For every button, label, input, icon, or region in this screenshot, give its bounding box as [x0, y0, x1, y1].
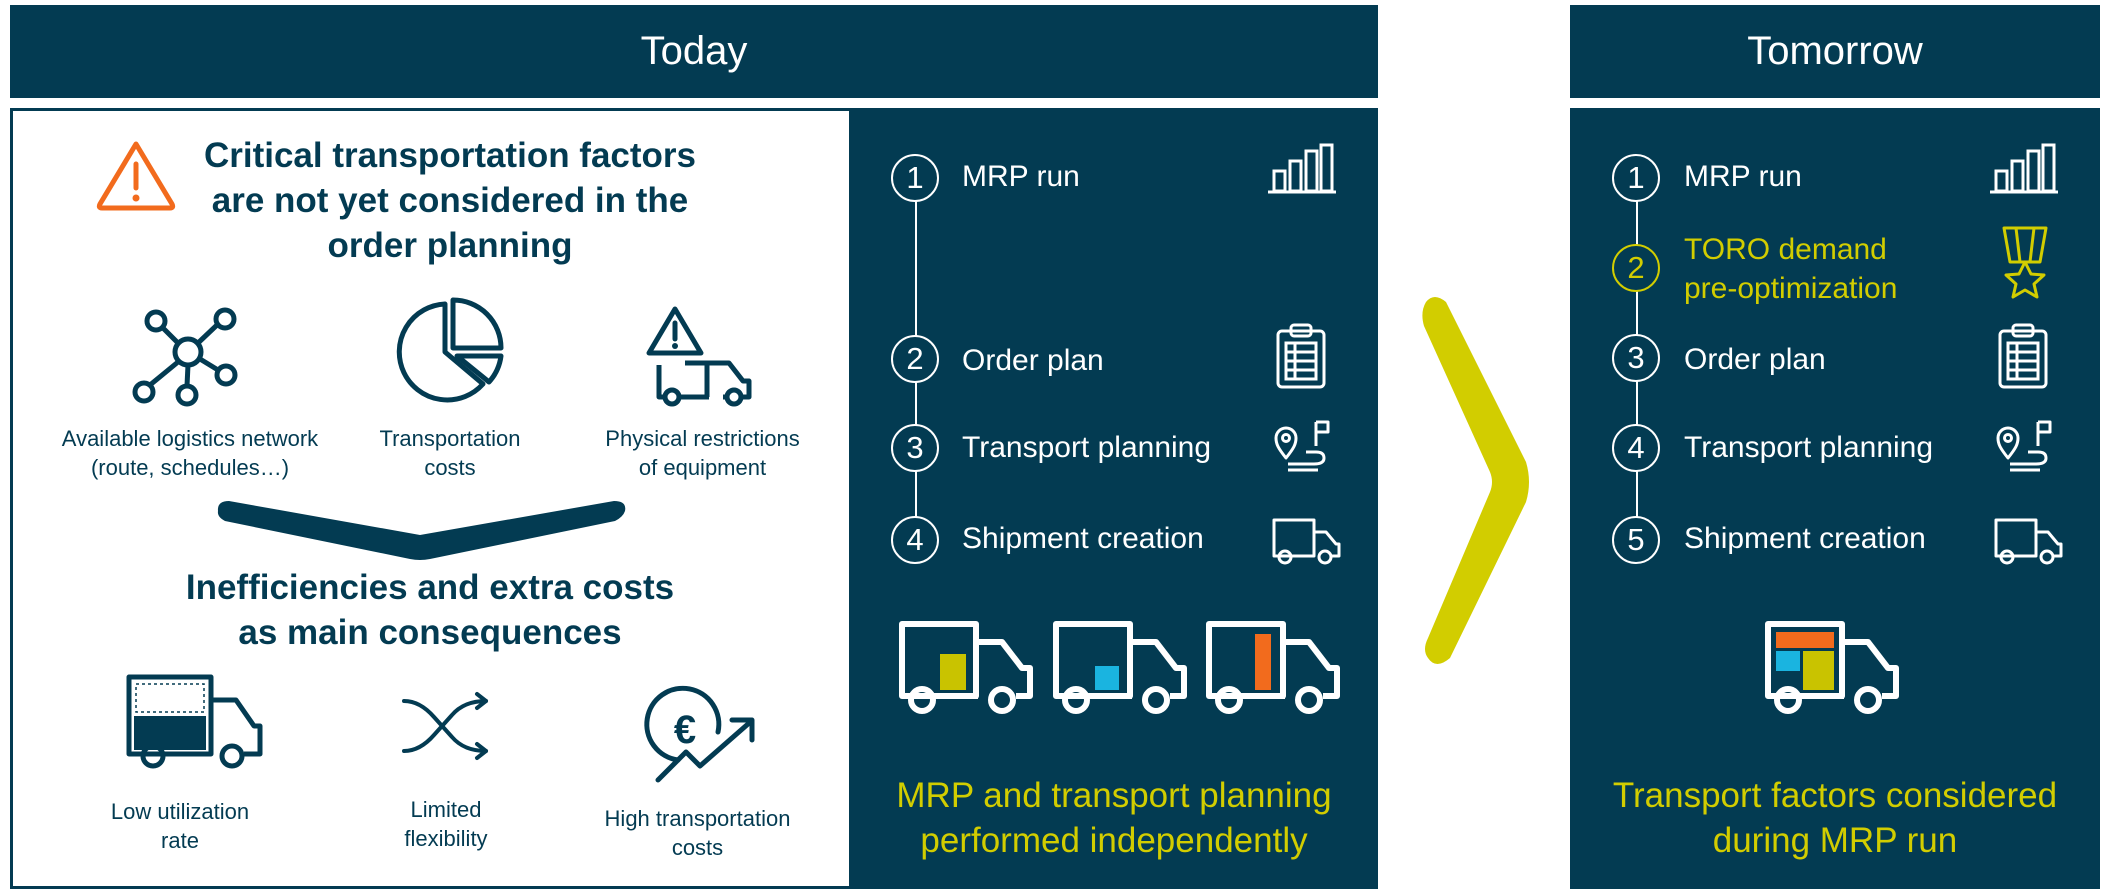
consequence-label-flexibility: Limited flexibility [336, 795, 556, 853]
tomorrow-step-number-highlight: 2 [1612, 244, 1660, 292]
tomorrow-step-label-line: TORO demand [1684, 233, 1887, 266]
problem-title-line: Critical transportation factors [203, 136, 697, 175]
today-conclusion-line: MRP and transport planning [896, 776, 1332, 815]
partially-loaded-truck-2 [1053, 621, 1187, 714]
warning-icon [96, 141, 176, 211]
consequence-label-line: Low utilization [110, 799, 250, 824]
clipboard-icon [1276, 323, 1326, 389]
consequence-label-line: rate [161, 828, 199, 853]
truck-warning-icon [646, 306, 752, 407]
tomorrow-step-label-line: pre-optimization [1684, 272, 1898, 305]
today-step-number: 4 [891, 516, 939, 564]
consequence-label-line: costs [671, 835, 724, 860]
shuffle-arrows-icon [402, 692, 488, 760]
fully-loaded-truck-icon [1765, 621, 1899, 714]
today-header-label: Today [640, 29, 748, 73]
consequence-label-costs: High transportation costs [580, 804, 815, 862]
euro-rising-cost-icon: € [644, 685, 755, 783]
factor-label-line: Available logistics network [61, 426, 319, 451]
consequence-title-line: as main consequences [238, 613, 622, 652]
tomorrow-step-number: 1 [1612, 154, 1660, 202]
tomorrow-step-number: 4 [1612, 424, 1660, 472]
route-pin-icon [1996, 420, 2052, 472]
tomorrow-header-label: Tomorrow [1747, 29, 1923, 73]
today-step-label: Transport planning [962, 431, 1212, 464]
tomorrow-step-label: Shipment creation [1684, 522, 1926, 555]
today-header: Today [10, 5, 1378, 98]
factor-label-restrictions: Physical restrictions of equipment [580, 424, 825, 482]
tomorrow-process-panel [1570, 108, 2100, 889]
chevron-down-icon [217, 501, 626, 560]
medal-icon [2002, 226, 2048, 299]
factor-label-costs: Transportation costs [330, 424, 570, 482]
consequence-label-line: High transportation [604, 806, 791, 831]
consequence-label-utilization: Low utilization rate [60, 797, 300, 855]
consequence-label-line: Limited [410, 797, 482, 822]
partially-loaded-truck-1 [899, 621, 1033, 714]
partially-loaded-truck-3 [1206, 621, 1340, 714]
clipboard-icon [1998, 323, 2048, 389]
problem-title: Critical transportation factors are not … [170, 133, 730, 268]
consequence-title: Inefficiencies and extra costs as main c… [150, 565, 710, 655]
svg-text:€: € [674, 708, 696, 752]
tomorrow-step-number: 5 [1612, 516, 1660, 564]
tomorrow-header: Tomorrow [1570, 5, 2100, 98]
bar-chart-icon [1990, 143, 2058, 194]
truck-icon [1272, 518, 1341, 565]
factor-label-network: Available logistics network (route, sche… [40, 424, 340, 482]
today-step-label: Shipment creation [962, 522, 1204, 555]
factor-label-line: Transportation [379, 426, 521, 451]
today-step-number: 3 [891, 424, 939, 472]
tomorrow-step-label: Order plan [1684, 343, 1826, 376]
pie-chart-icon [396, 297, 504, 403]
consequence-label-line: flexibility [404, 826, 488, 851]
factor-label-line: (route, schedules…) [90, 455, 290, 480]
tomorrow-step-label-highlight: TORO demand pre-optimization [1684, 230, 1897, 308]
today-process-panel [850, 108, 1378, 889]
chevron-right-icon [1422, 297, 1529, 664]
today-step-label: Order plan [962, 344, 1104, 377]
half-loaded-truck-icon [126, 674, 263, 769]
factor-label-line: costs [424, 455, 476, 480]
route-pin-icon [1274, 420, 1330, 472]
today-step-number: 2 [891, 335, 939, 383]
factor-label-line: Physical restrictions [605, 426, 800, 451]
tomorrow-step-number: 3 [1612, 334, 1660, 382]
bar-chart-icon [1268, 143, 1336, 194]
today-step-number: 1 [891, 154, 939, 202]
tomorrow-step-label: Transport planning [1684, 431, 1934, 464]
today-conclusion: MRP and transport planning performed ind… [850, 773, 1378, 863]
truck-icon [1994, 518, 2063, 565]
tomorrow-conclusion: Transport factors considered during MRP … [1570, 773, 2100, 863]
problem-title-line: are not yet considered in the [211, 181, 689, 220]
tomorrow-conclusion-line: Transport factors considered [1612, 776, 2058, 815]
today-conclusion-line: performed independently [920, 821, 1308, 860]
tomorrow-step-label: MRP run [1684, 160, 1802, 193]
problem-title-line: order planning [327, 226, 573, 265]
today-step-label: MRP run [962, 160, 1080, 193]
network-icon [132, 307, 238, 407]
factor-label-line: of equipment [638, 455, 767, 480]
tomorrow-conclusion-line: during MRP run [1712, 821, 1958, 860]
consequence-title-line: Inefficiencies and extra costs [185, 568, 675, 607]
